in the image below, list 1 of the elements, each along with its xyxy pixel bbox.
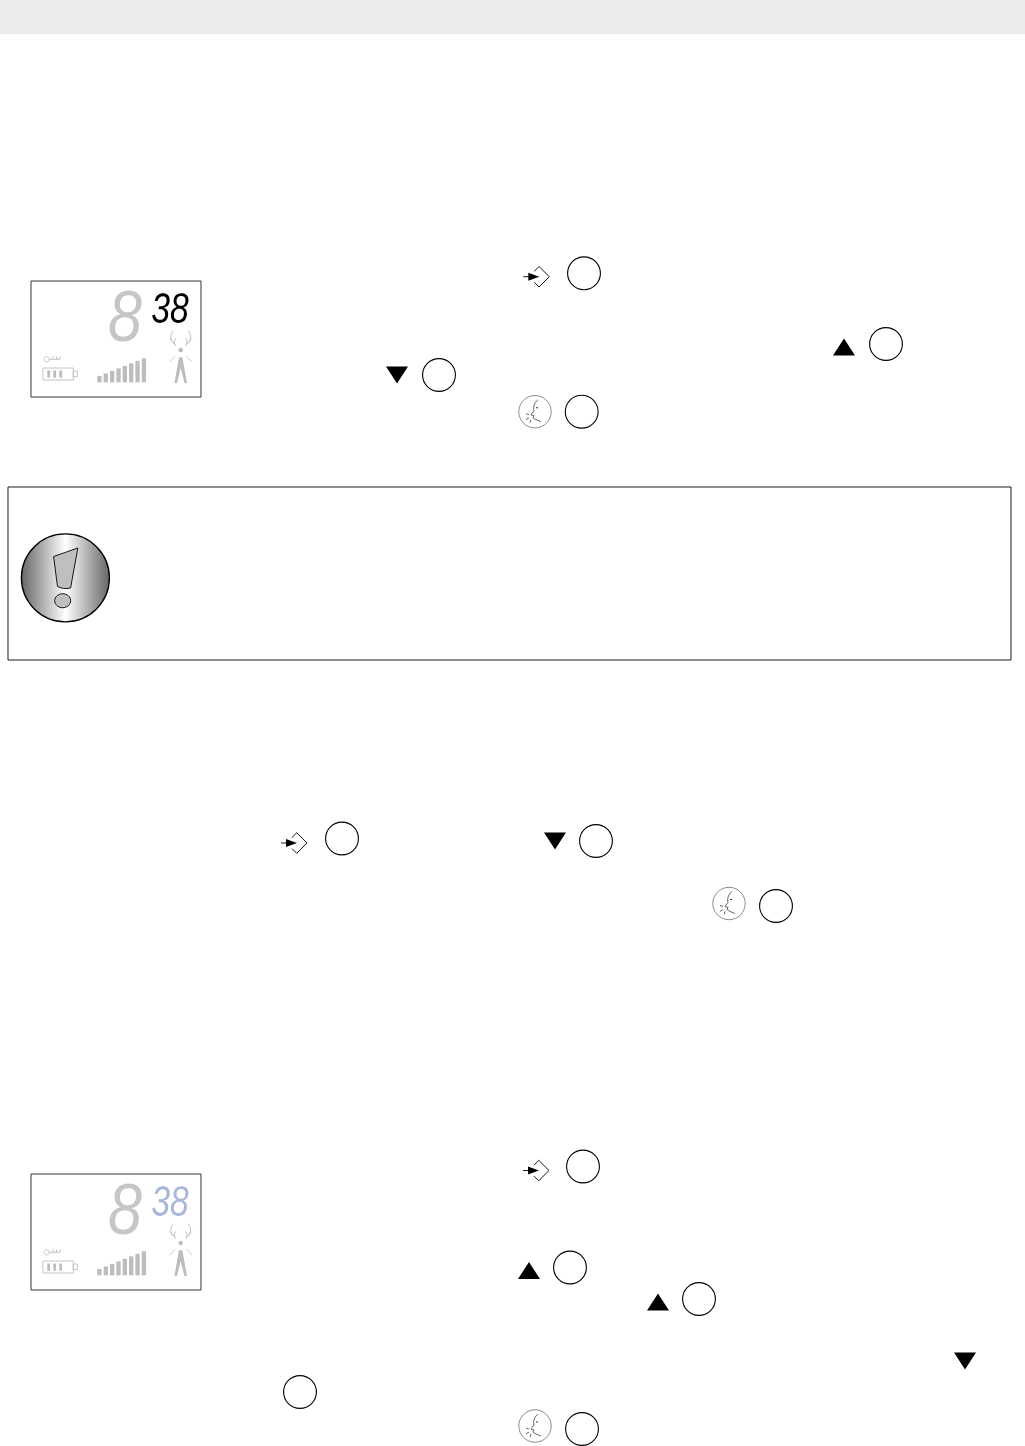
- notice-frame: [7, 486, 1012, 661]
